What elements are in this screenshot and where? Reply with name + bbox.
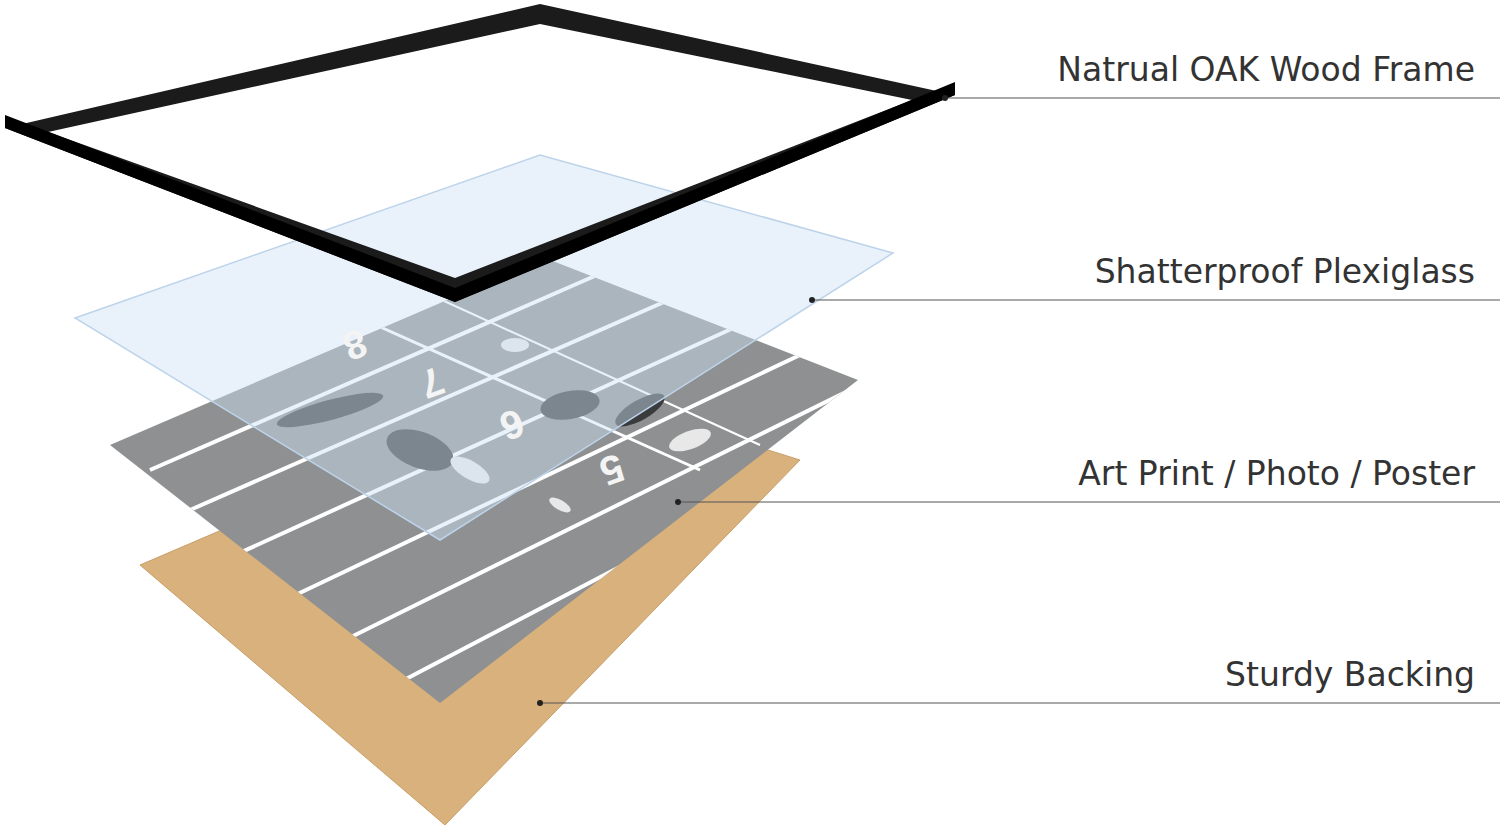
plexiglass-sheet: [75, 155, 893, 540]
part-label: Shatterproof Plexiglass: [1095, 252, 1475, 292]
wood-frame: [5, 4, 955, 302]
part-label: Art Print / Photo / Poster: [1078, 454, 1475, 494]
leader-dots: [537, 95, 948, 706]
part-label: Sturdy Backing: [1225, 655, 1475, 695]
leader-lines: [540, 98, 1500, 703]
frame-side: [5, 82, 955, 302]
part-label: Natrual OAK Wood Frame: [1057, 50, 1475, 90]
